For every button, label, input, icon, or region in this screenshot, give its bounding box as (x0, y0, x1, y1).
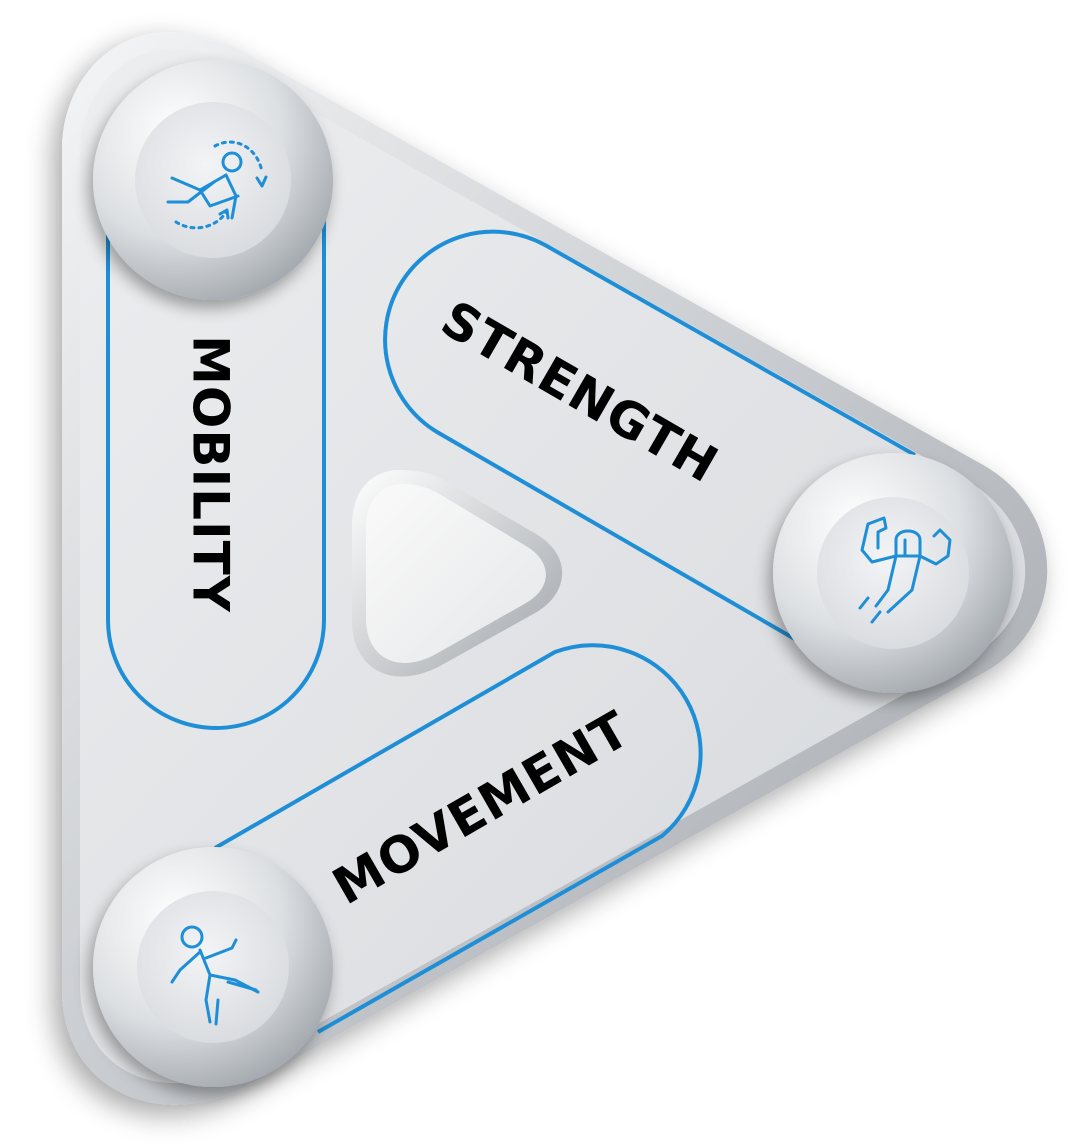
stretching-figure-icon (166, 140, 268, 230)
strength-knob (773, 453, 1013, 693)
mobility-pill: MOBILITY (106, 215, 326, 730)
mobility-knob (93, 60, 333, 300)
flexing-strongman-icon (858, 516, 952, 624)
movement-knob (93, 847, 333, 1087)
center-triangle (352, 470, 563, 677)
dancing-figure-icon (170, 925, 260, 1026)
mobility-label: MOBILITY (182, 335, 240, 613)
